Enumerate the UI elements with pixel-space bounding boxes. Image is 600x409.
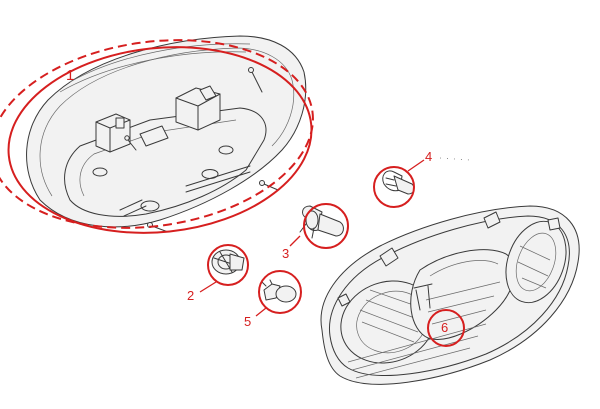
callout-2: 2 [187, 288, 194, 303]
housing-cover-drawing: 1 [0, 35, 314, 234]
callout-6: 6 [441, 320, 448, 335]
callout-3: 3 [282, 246, 289, 261]
lamp-body-6-drawing: 6 [320, 205, 580, 385]
wedge-bulb-5-drawing: 5 [244, 270, 302, 329]
callout-1: 1 [66, 67, 74, 84]
bulb-socket-2-drawing: 2 [187, 244, 249, 303]
callout-4: 4 [425, 149, 432, 164]
callout-5: 5 [244, 314, 251, 329]
bulb-socket-4-drawing: 4 [373, 149, 471, 208]
bulb-socket-3-drawing: 3 [282, 203, 349, 261]
